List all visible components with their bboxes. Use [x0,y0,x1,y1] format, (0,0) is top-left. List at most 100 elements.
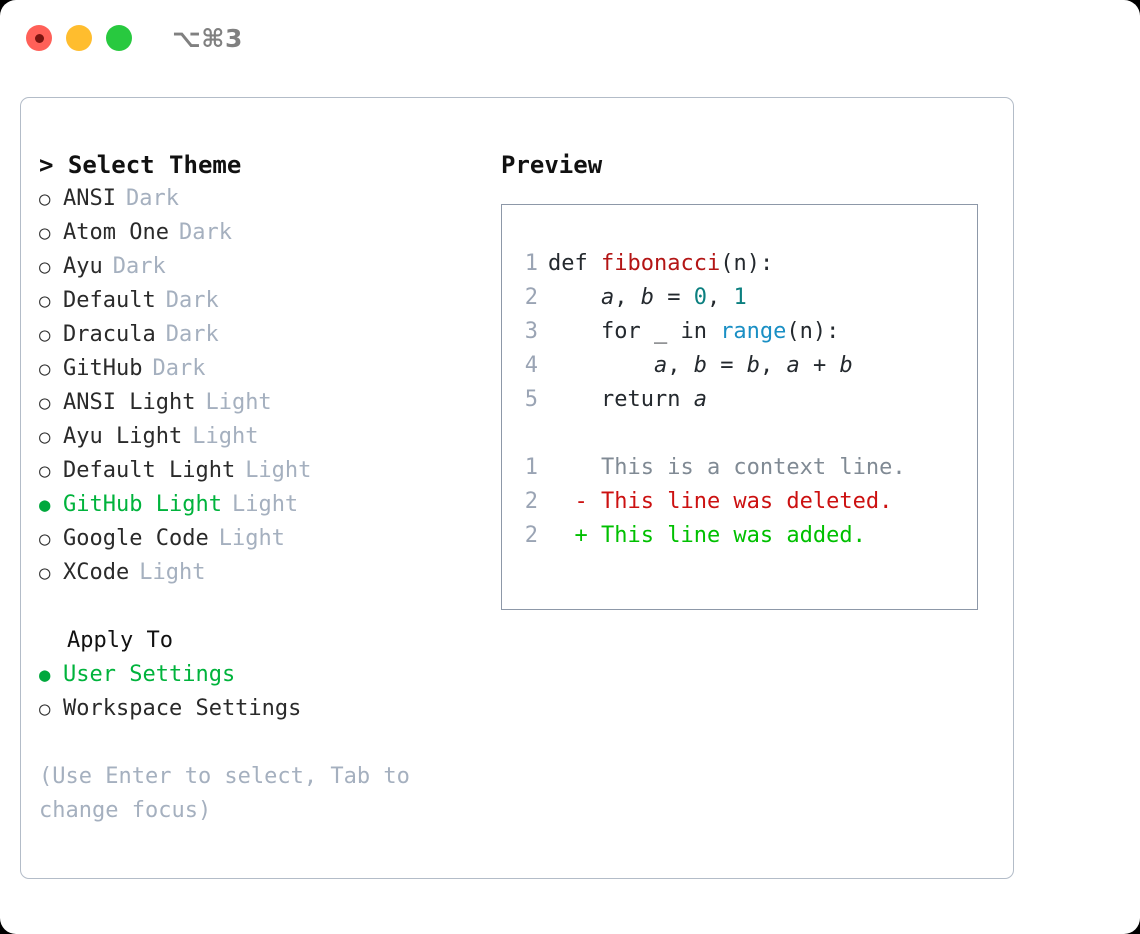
apply-to-item-workspace-settings[interactable]: ○Workspace Settings [39,692,479,726]
code-token-var: a [786,353,800,378]
code-diff-separator [502,417,977,451]
code-token-plain: , [667,353,694,378]
diff-line-added: 2 + This line was added. [502,519,977,553]
code-token-plain: = [653,285,694,310]
code-token-plain: , [759,353,787,378]
line-number: 2 [524,489,538,514]
theme-item-ansi-light[interactable]: ○ ANSI Light Light [39,386,479,420]
radio-unselected-icon: ○ [39,562,51,584]
line-number: 1 [524,251,538,276]
radio-selected-icon: ● [39,494,51,516]
code-token-plain [548,285,601,310]
code-line: 2 a, b = 0, 1 [502,281,977,315]
radio-selected-icon: ● [39,664,51,686]
code-token-plain: return [548,387,694,412]
title-bar: ⌥⌘3 [0,0,1140,78]
code-token-plain: = [706,353,747,378]
keyboard-shortcut-label: ⌥⌘3 [172,24,243,53]
code-token-var: a [653,353,668,378]
minimize-button[interactable] [66,25,92,51]
code-token-function: fibonacci [600,251,721,276]
code-token-var: b [640,285,654,310]
line-number: 4 [524,353,538,378]
code-token-plain [548,353,654,378]
theme-item-variant: Light [231,492,299,517]
radio-unselected-icon: ○ [39,460,51,482]
code-line: 5 return a [502,383,977,417]
code-line: 3 for _ in range(n): [502,315,977,349]
apply-to-item-user-settings[interactable]: ●User Settings [39,658,479,692]
diff-line-context: 1 This is a context line. [502,451,977,485]
theme-item-label: GitHub [63,356,143,381]
code-token-var: a [693,387,707,412]
diff-line-text: This is a context line. [600,455,906,480]
code-token-plain: (n): [786,319,840,344]
theme-item-label: Dracula [63,322,156,347]
apply-to-item-label: Workspace Settings [63,696,302,721]
select-theme-heading: > Select Theme [39,151,242,179]
theme-item-variant: Light [218,526,285,551]
code-token-plain: for _ in [548,319,721,344]
radio-unselected-icon: ○ [39,256,51,278]
preview-heading: Preview [501,151,603,179]
theme-item-label: Default Light [63,458,236,483]
theme-item-label: Default [63,288,156,313]
code-token-plain: + [799,353,840,378]
code-line: 4 a, b = b, a + b [502,349,977,383]
theme-item-label: Ayu Light [63,424,183,449]
theme-item-label: GitHub Light [63,492,222,517]
theme-item-variant: Light [205,390,272,415]
theme-item-variant: Dark [112,254,166,279]
radio-unselected-icon: ○ [39,528,51,550]
theme-item-variant: Dark [178,220,232,245]
theme-item-ayu-light[interactable]: ○ Ayu Light Light [39,420,479,454]
code-token-var: b [839,353,853,378]
code-line-content: a, b = 0, 1 [548,281,747,315]
theme-item-variant: Dark [125,186,179,211]
radio-unselected-icon: ○ [39,290,51,312]
theme-item-xcode[interactable]: ○ XCode Light [39,556,479,590]
theme-item-default[interactable]: ○ Default Dark [39,284,479,318]
theme-item-label: Google Code [63,526,209,551]
theme-item-variant: Light [139,560,206,585]
radio-unselected-icon: ○ [39,392,51,414]
line-number: 2 [524,285,538,310]
diff-sign: - [548,489,601,514]
theme-item-variant: Light [192,424,259,449]
theme-item-variant: Dark [165,322,219,347]
diff-line-deleted: 2 - This line was deleted. [502,485,977,519]
code-line-content: def fibonacci(n): [548,247,773,281]
line-number: 2 [524,523,538,548]
theme-item-variant: Dark [165,288,219,313]
code-token-builtin: range [720,319,787,344]
code-token-plain: def [548,251,601,276]
radio-unselected-icon: ○ [39,358,51,380]
theme-item-label: ANSI [63,186,116,211]
theme-item-label: XCode [63,560,130,585]
theme-item-google-code[interactable]: ○ Google Code Light [39,522,479,556]
apply-to-list[interactable]: ●User Settings○Workspace Settings [39,658,479,726]
code-token-plain: (n): [720,251,774,276]
maximize-button[interactable] [106,25,132,51]
radio-unselected-icon: ○ [39,426,51,448]
line-number: 5 [524,387,538,412]
theme-item-label: ANSI Light [63,390,196,415]
diff-line-text: This line was deleted. [600,489,893,514]
line-number: 3 [524,319,538,344]
apply-to-heading: Apply To [67,628,173,653]
theme-item-github-light[interactable]: ● GitHub Light Light [39,488,479,522]
close-button[interactable] [26,25,52,51]
